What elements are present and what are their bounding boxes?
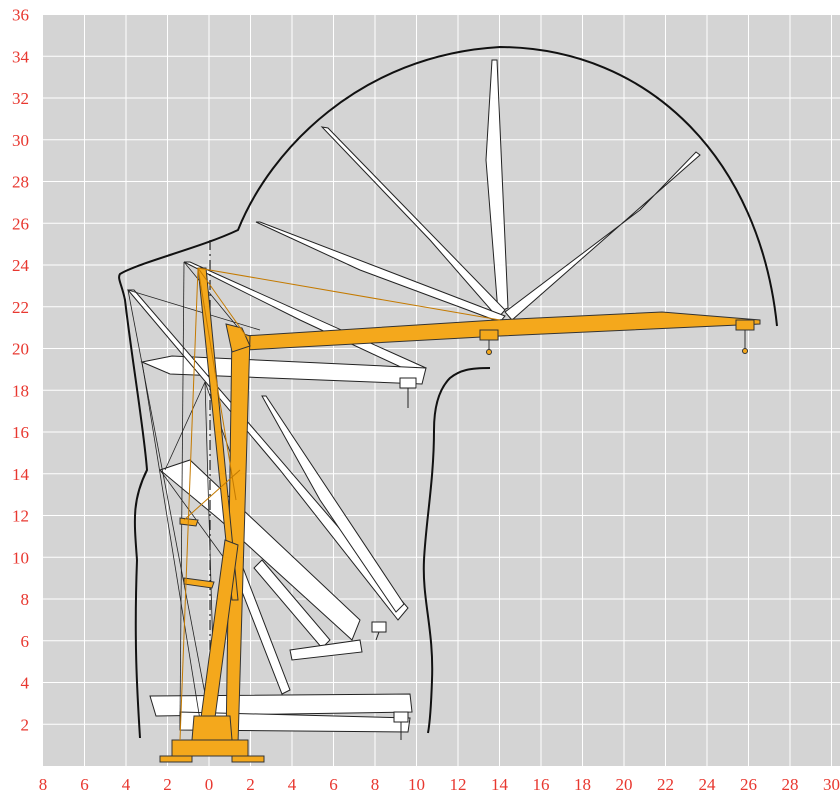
y-tick-label: 26 xyxy=(12,214,29,233)
erection-stage-ghosts xyxy=(126,59,701,733)
x-tick-label: 30 xyxy=(823,775,840,794)
crane-working-position xyxy=(159,267,761,763)
y-tick-label: 24 xyxy=(12,256,30,275)
x-tick-label: 22 xyxy=(657,775,674,794)
ghost-hook-1 xyxy=(399,377,417,389)
y-tick-label: 30 xyxy=(12,131,29,150)
x-tick-label: 24 xyxy=(699,775,717,794)
crane-outrigger-left xyxy=(159,755,193,763)
grid xyxy=(43,14,840,766)
crane-hook-trolley-outer xyxy=(735,319,755,331)
ghost-hook-3 xyxy=(393,711,409,723)
ghost-jib-4 xyxy=(255,221,506,323)
y-tick-label: 16 xyxy=(12,423,29,442)
y-tick-label: 8 xyxy=(21,590,30,609)
ghost-jib-7 xyxy=(126,289,409,621)
ghost-jib-2 xyxy=(320,126,506,319)
y-tick-label: 34 xyxy=(12,47,30,66)
y-tick-label: 10 xyxy=(12,548,29,567)
crane-tower-head xyxy=(225,323,251,353)
crane-outrigger-right xyxy=(231,755,265,763)
x-tick-label: 6 xyxy=(329,775,338,794)
y-tick-label: 18 xyxy=(12,381,29,400)
x-tick-label: 28 xyxy=(782,775,799,794)
y-tick-label: 32 xyxy=(12,89,29,108)
crane-hook-inner xyxy=(486,349,492,355)
y-tick-label: 12 xyxy=(12,507,29,526)
x-tick-label: 2 xyxy=(163,775,172,794)
y-tick-label: 36 xyxy=(12,6,29,25)
crane-arm-bracket xyxy=(179,517,199,527)
x-tick-label: 18 xyxy=(574,775,591,794)
x-tick-label: 14 xyxy=(491,775,509,794)
crane-hook-outer xyxy=(742,348,748,354)
x-tick-label: 8 xyxy=(39,775,48,794)
crane-folding-mast xyxy=(197,267,239,601)
crane-base-counterweight xyxy=(191,715,233,741)
x-tick-label: 4 xyxy=(288,775,297,794)
x-tick-label: 26 xyxy=(740,775,757,794)
inner-clearance-outline xyxy=(422,367,491,734)
y-tick-label: 22 xyxy=(12,298,29,317)
x-tick-label: 6 xyxy=(80,775,89,794)
x-tick-label: 4 xyxy=(122,775,131,794)
x-tick-label: 16 xyxy=(533,775,550,794)
crane-base xyxy=(171,739,249,757)
x-tick-label: 10 xyxy=(408,775,425,794)
y-tick-label: 20 xyxy=(12,340,29,359)
ghost-jib-8 xyxy=(261,395,405,613)
y-tick-label: 6 xyxy=(21,632,30,651)
x-tick-label: 8 xyxy=(371,775,380,794)
crane-hooks xyxy=(479,319,755,355)
ghost-hook-2 xyxy=(371,621,387,633)
crane-hook-trolley-inner xyxy=(479,329,499,341)
ghost-arm-3 xyxy=(289,639,363,661)
x-tick-label: 2 xyxy=(246,775,255,794)
ghost-hooks xyxy=(371,377,417,740)
y-tick-label: 28 xyxy=(12,173,29,192)
crane-arm-bracket-2 xyxy=(183,577,215,589)
x-tick-label: 12 xyxy=(450,775,467,794)
x-tick-label: 20 xyxy=(616,775,633,794)
ghost-jib-3 xyxy=(504,151,701,321)
x-tick-label: 0 xyxy=(205,775,214,794)
y-tick-label: 2 xyxy=(21,715,30,734)
crane-jib xyxy=(243,311,761,351)
y-tick-label: 4 xyxy=(21,674,30,693)
reach-envelope-outline xyxy=(118,45,778,739)
y-tick-label: 14 xyxy=(12,465,30,484)
crane-tie-lines xyxy=(179,267,501,741)
